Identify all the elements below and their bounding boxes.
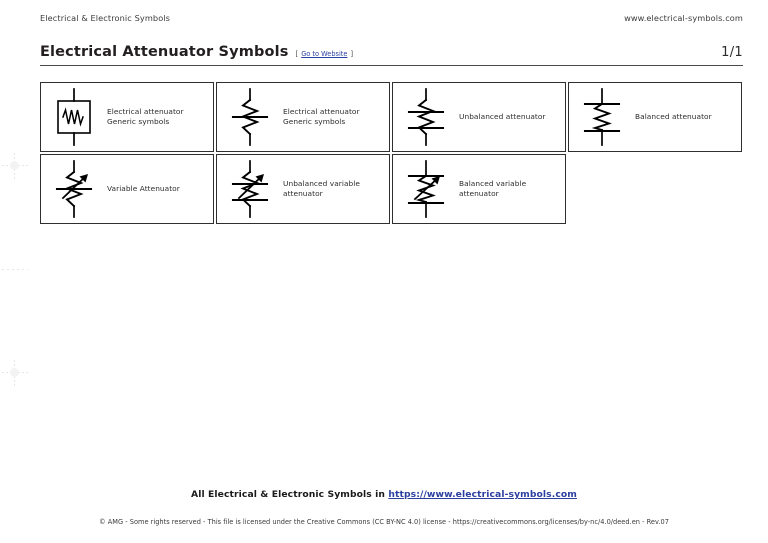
registration-mark-center-dot <box>10 368 19 377</box>
balanced-variable-attenuator-icon <box>393 158 459 220</box>
symbol-cell[interactable]: Unbalanced attenuator <box>392 82 566 152</box>
symbol-grid: Electrical attenuator Generic symbols El… <box>40 82 744 224</box>
symbol-label-line2: attenuator <box>283 189 323 198</box>
symbol-label-line1: Balanced variable <box>459 179 527 189</box>
symbol-label-line1: Electrical attenuator <box>107 107 184 117</box>
title-left-group: Electrical Attenuator Symbols [ Go to We… <box>40 44 353 60</box>
registration-mark-vertical-line <box>14 360 15 386</box>
footer-website-link[interactable]: https://www.electrical-symbols.com <box>388 489 577 500</box>
symbol-label-line1: Balanced attenuator <box>635 112 712 121</box>
symbol-cell[interactable]: Electrical attenuator Generic symbols <box>216 82 390 152</box>
symbol-label-line2: Generic symbols <box>107 117 170 126</box>
goto-bracket-close: ] <box>350 50 354 58</box>
symbol-cell[interactable]: Unbalanced variable attenuator <box>216 154 390 224</box>
symbol-label: Electrical attenuator Generic symbols <box>283 107 366 127</box>
symbol-label: Balanced attenuator <box>635 112 718 122</box>
registration-mark-upper <box>2 153 28 179</box>
symbol-label-line1: Unbalanced attenuator <box>459 112 546 121</box>
footer-main: All Electrical & Electronic Symbols in h… <box>0 489 768 500</box>
goto-website-wrapper: [ Go to Website ] <box>296 50 354 58</box>
symbol-label-line1: Unbalanced variable <box>283 179 360 189</box>
title-divider-rule <box>40 65 743 67</box>
attenuator-box-zigzag-icon <box>41 87 107 147</box>
document-top-bar: Electrical & Electronic Symbols www.elec… <box>40 13 743 23</box>
registration-mark-horizontal-line <box>2 372 28 373</box>
website-label: www.electrical-symbols.com <box>624 13 743 23</box>
footer-main-text: All Electrical & Electronic Symbols in <box>191 489 389 500</box>
page-title: Electrical Attenuator Symbols <box>40 44 289 60</box>
symbol-label-line2: attenuator <box>459 189 499 198</box>
goto-website-link[interactable]: Go to Website <box>301 50 348 58</box>
symbol-label: Balanced variable attenuator <box>459 179 532 199</box>
brand-label: Electrical & Electronic Symbols <box>40 13 171 23</box>
symbol-label: Unbalanced variable attenuator <box>283 179 366 199</box>
registration-dotted-guide <box>2 269 28 270</box>
symbol-label-line2: Generic symbols <box>283 117 346 126</box>
registration-mark-lower <box>2 360 28 386</box>
registration-mark-vertical-line <box>14 153 15 179</box>
symbol-label: Electrical attenuator Generic symbols <box>107 107 190 127</box>
goto-bracket-open: [ <box>295 50 299 58</box>
symbol-cell[interactable]: Balanced variable attenuator <box>392 154 566 224</box>
registration-mark-center-dot <box>10 161 19 170</box>
symbol-label: Unbalanced attenuator <box>459 112 552 122</box>
symbol-label-line1: Variable Attenuator <box>107 184 180 193</box>
unbalanced-attenuator-icon <box>393 86 459 148</box>
symbol-cell[interactable]: Balanced attenuator <box>568 82 742 152</box>
symbol-cell[interactable]: Variable Attenuator <box>40 154 214 224</box>
symbol-cell[interactable]: Electrical attenuator Generic symbols <box>40 82 214 152</box>
page-number: 1/1 <box>721 45 743 60</box>
symbol-label: Variable Attenuator <box>107 184 186 194</box>
variable-attenuator-icon <box>41 158 107 220</box>
balanced-attenuator-icon <box>569 86 635 148</box>
registration-mark-horizontal-line <box>2 165 28 166</box>
attenuator-zigzag-single-line-icon <box>217 86 283 148</box>
unbalanced-variable-attenuator-icon <box>217 158 283 220</box>
title-row: Electrical Attenuator Symbols [ Go to We… <box>40 44 743 60</box>
symbol-label-line1: Electrical attenuator <box>283 107 360 117</box>
footer-legal-text: © AMG - Some rights reserved - This file… <box>99 518 669 526</box>
